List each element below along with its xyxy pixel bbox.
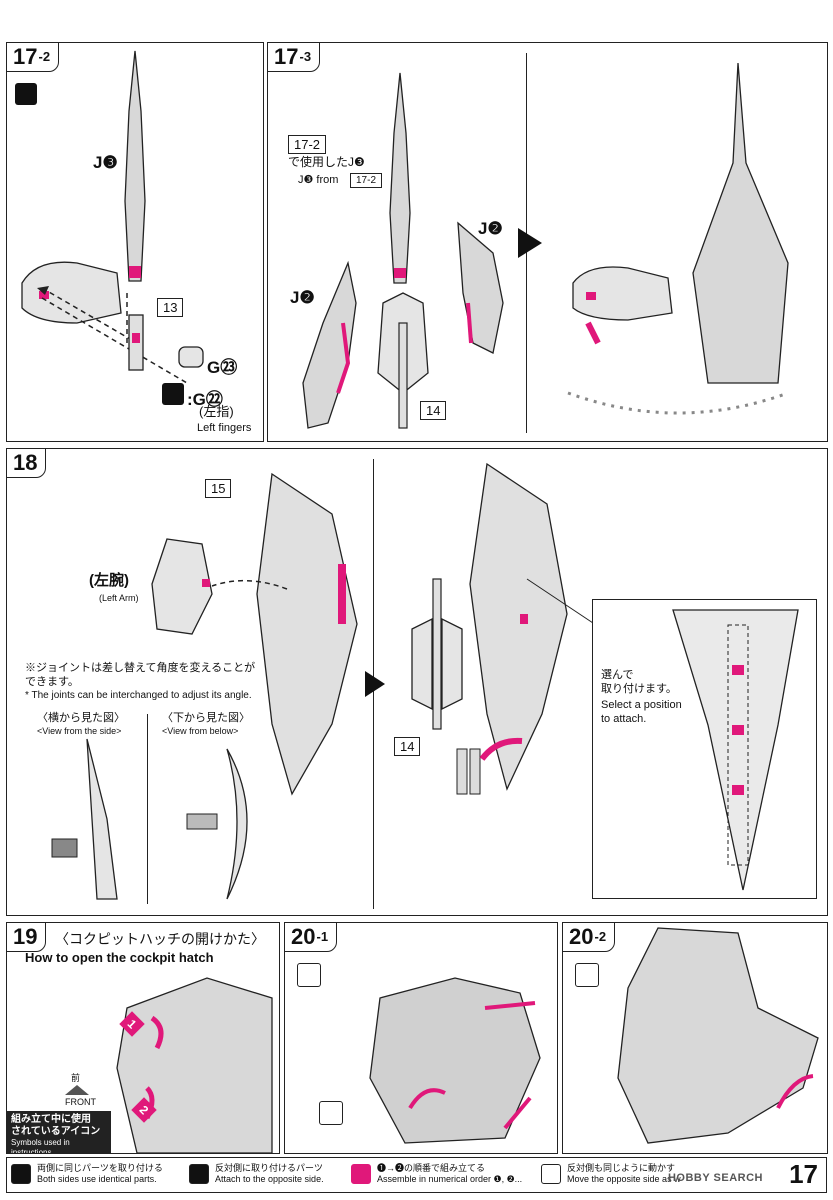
wing-part-right	[457, 221, 504, 354]
next-arrow-icon	[365, 671, 385, 697]
move-opposite-icon	[575, 963, 599, 987]
spare-joint-parts	[456, 737, 523, 795]
icon-legend-en: Symbols used in instructions	[11, 1138, 70, 1154]
assembled-wing-unit	[692, 62, 789, 384]
step-number: 18	[7, 449, 47, 478]
step-20-2-panel: 20-2	[562, 922, 828, 1154]
view-below-jp: 〈下から見た図〉	[162, 712, 250, 724]
select-position-jp1: 選んで	[601, 669, 634, 681]
cockpit-title-jp: 〈コクピットハッチの開けかた〉	[55, 931, 265, 947]
part-number-13: 13	[157, 298, 184, 317]
step-order-icon	[351, 1164, 371, 1184]
step-number: 20-2	[563, 923, 616, 952]
step-17-3-panel: 17-3 17-2 で使用したJ❸ J❸ from 17-2 J❷ J❷ 14	[267, 42, 828, 442]
left-arm-en: (Left Arm)	[99, 593, 139, 603]
both-sides-icon	[15, 83, 37, 105]
wing-part-left	[302, 260, 357, 429]
side-view-shield	[51, 738, 118, 900]
joint-note-jp: ※ジョイントは差し替えて角度を変えることができます。	[25, 662, 256, 688]
joint-note-en: * The joints can be interchanged to adju…	[25, 690, 252, 701]
part-number-15: 15	[205, 479, 232, 498]
detail-inset: 選んで 取り付けます。 Select a position to attach.	[592, 599, 817, 899]
antenna-part-j3	[124, 50, 146, 282]
icon-legend-jp1: 組み立て中に使用	[11, 1114, 91, 1125]
hand-part	[572, 266, 673, 321]
opposite-side-icon	[162, 383, 184, 405]
peg-part-14	[411, 578, 463, 730]
detail-leader-line	[526, 578, 603, 630]
front-label-jp: 前	[71, 1073, 81, 1083]
swap-arrows	[567, 321, 789, 415]
shield-core-part	[377, 292, 429, 429]
reference-step-box: 17-2	[288, 135, 327, 154]
move-opposite-icon	[297, 963, 321, 987]
left-fingers-jp: (左指)	[199, 404, 234, 419]
watermark: HOBBY SEARCH	[667, 1172, 763, 1184]
reference-step-box-2: 17-2	[350, 173, 383, 188]
part-label-j3: J❸	[93, 153, 118, 172]
select-position-en2: to attach.	[601, 713, 647, 725]
step-17-2-panel: 17-2 J❸ 13 G㉓ :G㉒ (左指) Left fingers	[6, 42, 264, 442]
reference-en: J❸ from	[298, 174, 339, 186]
both-sides-icon	[11, 1164, 31, 1184]
icon-legend-jp2: されているアイコン	[11, 1126, 101, 1137]
move-opposite-icon	[541, 1164, 561, 1184]
part-label-g23: G㉓	[207, 358, 238, 377]
move-opposite-icon	[319, 1101, 343, 1125]
select-position-jp2: 取り付けます。	[601, 683, 677, 695]
view-divider	[147, 714, 148, 904]
select-position-en1: Select a position	[601, 699, 682, 711]
hatch-open-illustration	[369, 977, 541, 1144]
icon-legend-header: 組み立て中に使用 されているアイコン Symbols used in instr…	[7, 1111, 111, 1154]
left-arm-part	[151, 538, 213, 635]
shield-part-15	[256, 472, 358, 796]
reference-jp: で使用したJ❸	[288, 155, 365, 169]
next-arrow-icon	[518, 228, 542, 258]
step-number: 19	[7, 923, 47, 952]
part-number-14: 14	[394, 737, 421, 756]
page-number: 17	[789, 1159, 818, 1189]
part-label-j2-left: J❷	[290, 288, 315, 307]
front-label-en: FRONT	[65, 1097, 96, 1107]
part-label-g22: :G㉒	[187, 390, 223, 409]
view-side-jp: 〈横から見た図〉	[37, 712, 125, 724]
hand-part	[21, 261, 122, 324]
step-19-panel: 19 〈コクピットハッチの開けかた〉 How to open the cockp…	[6, 922, 280, 1154]
shield-assembled	[469, 462, 568, 791]
front-direction-icon	[65, 1085, 89, 1095]
cockpit-hatch-illustration	[116, 977, 273, 1153]
step-number: 20-1	[285, 923, 338, 952]
view-below-en: <View from below>	[162, 726, 239, 736]
assembly-arrows	[37, 286, 188, 384]
part-label-j2-right: J❷	[478, 219, 503, 238]
shield-inner-detail	[672, 609, 799, 891]
step-20-1-panel: 20-1	[284, 922, 558, 1154]
step-number: 17-2	[7, 43, 60, 72]
antenna-part-j3	[389, 72, 411, 284]
left-arm-jp: (左腕)	[89, 572, 129, 589]
leg-armor-illustration	[617, 927, 819, 1144]
opposite-side-icon	[189, 1164, 209, 1184]
below-view-shield	[186, 748, 248, 900]
view-side-en: <View from the side>	[37, 726, 122, 736]
peg-part-13	[128, 314, 144, 371]
part-number-14: 14	[420, 401, 447, 420]
step-18-panel: 18 15 (左腕) (Left Arm) ※ジョイントは差し替えて角度を変える…	[6, 448, 828, 916]
step-number: 17-3	[268, 43, 321, 72]
attach-arrow	[211, 579, 288, 590]
left-fingers-en: Left fingers	[197, 422, 252, 434]
cockpit-title-en: How to open the cockpit hatch	[25, 950, 214, 965]
fist-part	[178, 346, 204, 368]
